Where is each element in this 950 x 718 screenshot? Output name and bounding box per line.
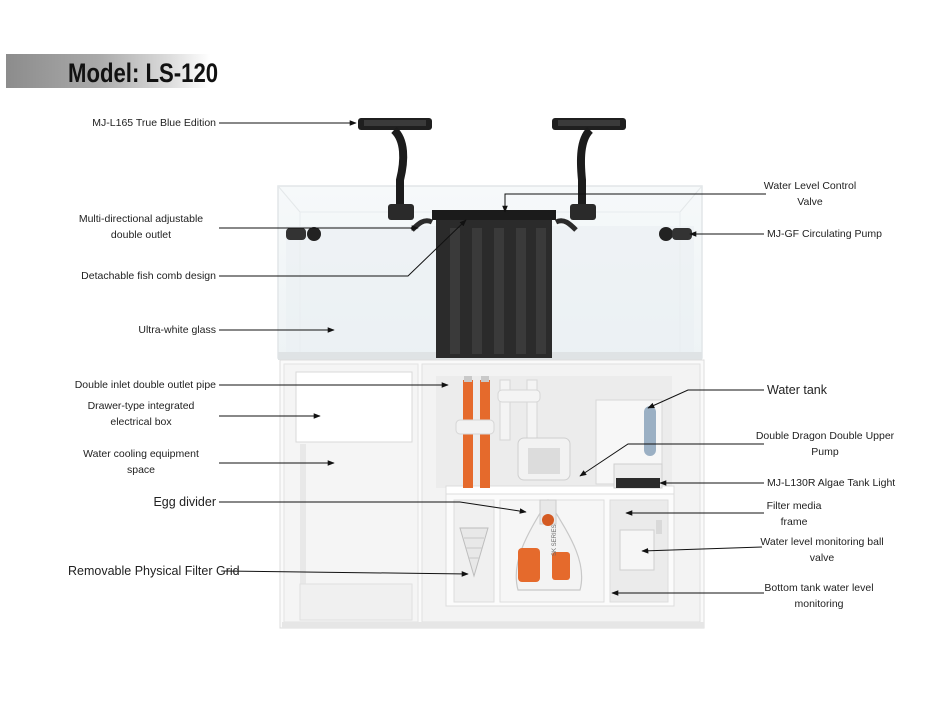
skimmer-label: SK SERIES bbox=[552, 524, 558, 556]
upper-pump bbox=[517, 437, 571, 481]
label-led-light: MJ-L165 True Blue Edition bbox=[92, 117, 216, 129]
label-filter-grid: Removable Physical Filter Grid bbox=[68, 564, 240, 578]
label-circulating-pump: MJ-GF Circulating Pump bbox=[767, 228, 882, 240]
circulating-pump-left bbox=[286, 227, 321, 241]
label-ball-valve: Water level monitoring ball valve bbox=[760, 536, 884, 564]
led-light-left bbox=[358, 118, 432, 220]
inlet-outlet-pipes bbox=[455, 376, 541, 488]
overflow-box bbox=[410, 210, 578, 358]
filter-grid-cone bbox=[459, 527, 489, 578]
model-title: Model: LS-120 bbox=[68, 58, 219, 88]
algae-light bbox=[613, 463, 663, 489]
label-bottom-tank-monitoring: Bottom tank water level monitoring bbox=[764, 582, 874, 610]
label-upper-pump: Double Dragon Double Upper Pump bbox=[755, 430, 895, 458]
leader-lines bbox=[219, 120, 766, 596]
led-light-right bbox=[552, 118, 626, 220]
label-adjustable-outlet: Multi-directional adjustable double outl… bbox=[78, 213, 204, 241]
label-filter-media: Filter media frame bbox=[766, 500, 822, 528]
egg-divider-skimmer: SK SERIES bbox=[515, 498, 583, 591]
label-fish-comb: Detachable fish comb design bbox=[81, 270, 216, 282]
label-cooling-space: Water cooling equipment space bbox=[83, 448, 199, 476]
label-water-level-valve: Water Level Control Valve bbox=[763, 180, 857, 208]
label-ultra-white-glass: Ultra-white glass bbox=[138, 324, 216, 336]
label-water-tank: Water tank bbox=[767, 383, 827, 397]
label-pipe: Double inlet double outlet pipe bbox=[74, 379, 216, 391]
label-electrical-box: Drawer-type integrated electrical box bbox=[87, 400, 195, 428]
ball-valve bbox=[619, 520, 662, 571]
title-banner bbox=[6, 54, 210, 88]
circulating-pump-right bbox=[659, 227, 692, 241]
label-algae-light: MJ-L130R Algae Tank Light bbox=[767, 477, 896, 489]
label-egg-divider: Egg divider bbox=[153, 495, 216, 509]
